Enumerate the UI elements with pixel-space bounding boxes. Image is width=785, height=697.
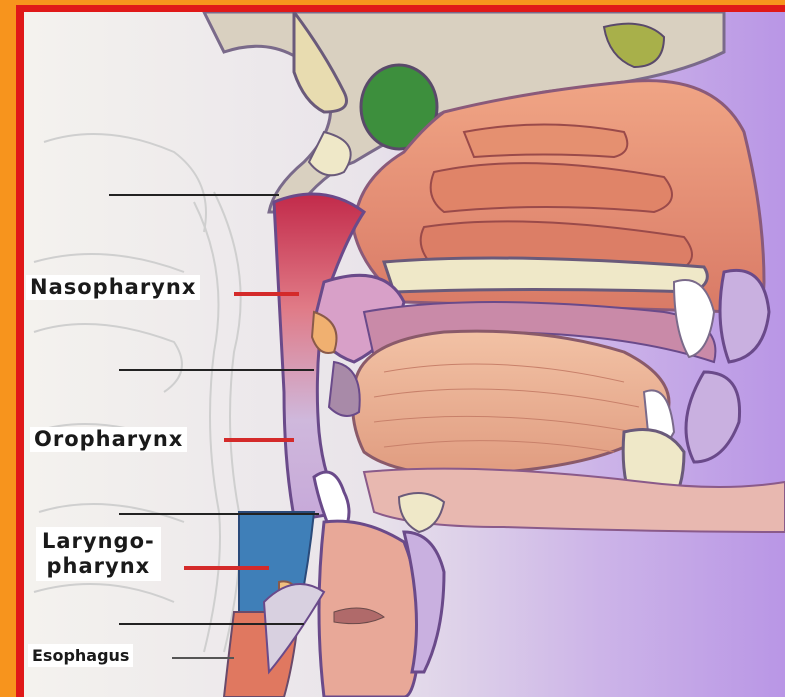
laryngopharynx-label-line2: pharynx <box>42 554 155 579</box>
laryngopharynx-label: Laryngo- pharynx <box>36 527 161 581</box>
superior-turbinate <box>464 125 627 158</box>
laryngopharynx-label-line1: Laryngo- <box>42 529 155 554</box>
hard-palate <box>384 258 707 292</box>
oropharynx-label: Oropharynx <box>30 427 187 452</box>
larynx <box>319 521 420 697</box>
anatomy-canvas: Nasopharynx Oropharynx Laryngo- pharynx … <box>24 12 785 697</box>
esophagus-label: Esophagus <box>28 644 133 667</box>
throat-anatomy-illustration <box>24 12 785 697</box>
nasopharynx-label: Nasopharynx <box>26 275 200 300</box>
